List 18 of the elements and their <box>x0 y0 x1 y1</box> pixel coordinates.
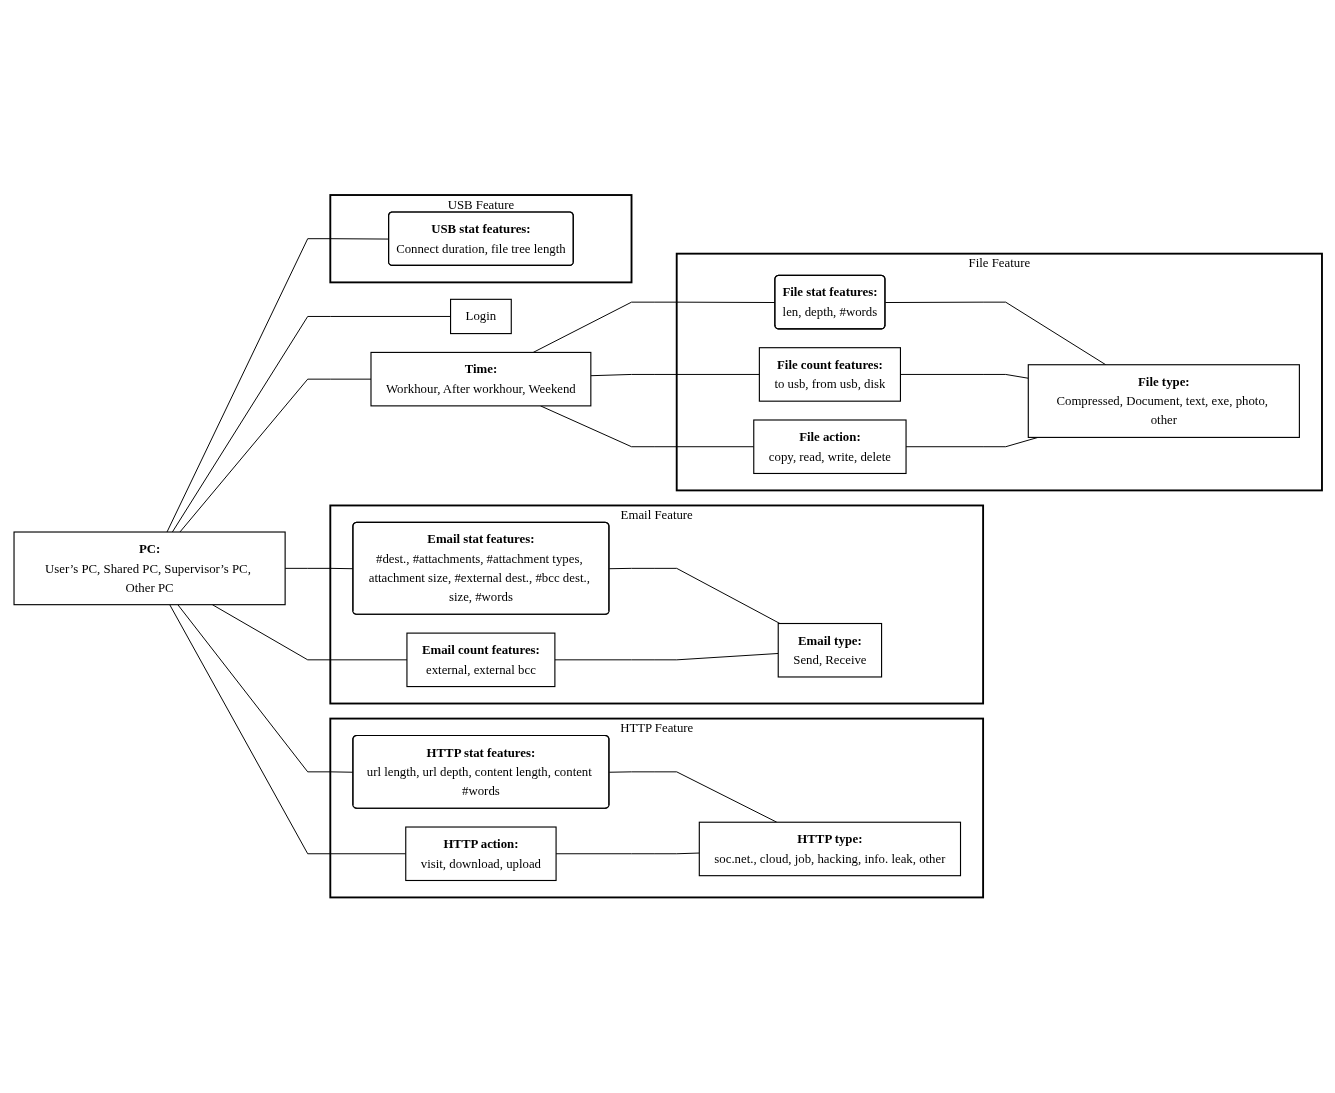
connector <box>166 238 389 533</box>
connector <box>171 316 451 533</box>
node-box: Login <box>449 299 512 335</box>
node-box: HTTP type: soc.net., cloud, job, hacking, info. leak, other <box>698 821 961 877</box>
connector <box>608 771 777 823</box>
node-box: File count features: to usb, from usb, disk <box>758 347 901 402</box>
connector <box>211 604 407 661</box>
node-box: Email type: Send, Receive <box>777 623 882 678</box>
connector <box>168 604 406 855</box>
node-box: Email count features: external, external bcc <box>405 632 555 688</box>
node-box: HTTP action: visit, download, upload <box>404 826 557 882</box>
connector <box>178 378 371 533</box>
node-box: File action: copy, read, write, delete <box>752 419 907 475</box>
node-box: PC: User’s PC, Shared PC, Supervisor’s PC, Other PC <box>12 531 286 606</box>
node-box: Time: Workhour, After workhour, Weekend <box>369 352 591 407</box>
connector <box>608 568 780 625</box>
connector <box>884 301 1106 366</box>
node-box: File type: Compressed, Document, text, exe, photo, other <box>1027 364 1300 439</box>
